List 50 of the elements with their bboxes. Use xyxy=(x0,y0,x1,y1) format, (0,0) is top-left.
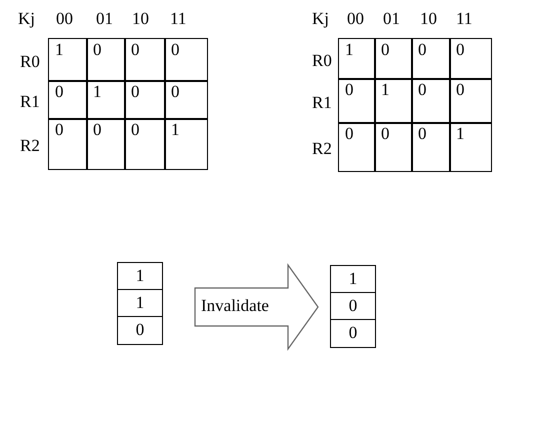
vector-cell-text: 0 xyxy=(348,322,358,344)
matrix-cell: 1 xyxy=(86,80,126,120)
matrix-cell: 0 xyxy=(86,118,126,170)
column-header: 01 xyxy=(96,10,113,28)
matrix-cell: 0 xyxy=(411,78,450,124)
vector-cell-text: 0 xyxy=(134,319,146,341)
matrix-cell: 0 xyxy=(374,122,412,172)
vector-cell: 0 xyxy=(331,293,375,320)
matrix-cell: 0 xyxy=(124,118,166,170)
edge-label: Invalidate xyxy=(201,297,269,315)
row-header: R1 xyxy=(312,94,332,112)
row-header: R0 xyxy=(20,53,40,71)
matrix-cell: 1 xyxy=(48,38,88,82)
column-header: 00 xyxy=(347,10,364,28)
matrix-cell: 0 xyxy=(124,80,166,120)
column-header: 10 xyxy=(420,10,437,28)
matrix-cell: 0 xyxy=(449,78,492,124)
matrix-cell: 0 xyxy=(411,122,450,172)
vector-box xyxy=(330,265,376,348)
matrix-cell: 0 xyxy=(86,38,126,82)
block-arrow xyxy=(194,263,319,351)
matrix-cell: 0 xyxy=(164,80,208,120)
column-header: 01 xyxy=(383,10,400,28)
matrix-cell: 0 xyxy=(411,38,450,80)
row-header: R2 xyxy=(20,137,40,155)
matrix-cell: 0 xyxy=(338,122,376,172)
row-header: R1 xyxy=(20,93,40,111)
matrix-cell: 0 xyxy=(449,38,492,80)
vector-cell: 1 xyxy=(118,290,162,317)
column-header: 10 xyxy=(132,10,149,28)
matrix-cell: 0 xyxy=(374,38,412,80)
row-header: R0 xyxy=(312,52,332,70)
matrix-cell: 1 xyxy=(374,78,412,124)
matrix-cell: 1 xyxy=(164,118,208,170)
vector-box xyxy=(117,262,163,345)
matrix-cell: 0 xyxy=(164,38,208,82)
column-header: Kj xyxy=(18,10,35,28)
column-header: 00 xyxy=(56,10,73,28)
matrix-cell: 1 xyxy=(338,38,376,80)
column-header: 11 xyxy=(170,10,186,28)
matrix-cell: 0 xyxy=(48,80,88,120)
matrix-cell: 0 xyxy=(338,78,376,124)
vector-cell: 1 xyxy=(331,266,375,293)
vector-cell: 1 xyxy=(118,263,162,290)
matrix-cell: 1 xyxy=(449,122,492,172)
row-header: R2 xyxy=(312,140,332,158)
matrix-cell: 0 xyxy=(124,38,166,82)
column-header: Kj xyxy=(312,10,329,28)
column-header: 11 xyxy=(456,10,472,28)
matrix-cell: 0 xyxy=(48,118,88,170)
